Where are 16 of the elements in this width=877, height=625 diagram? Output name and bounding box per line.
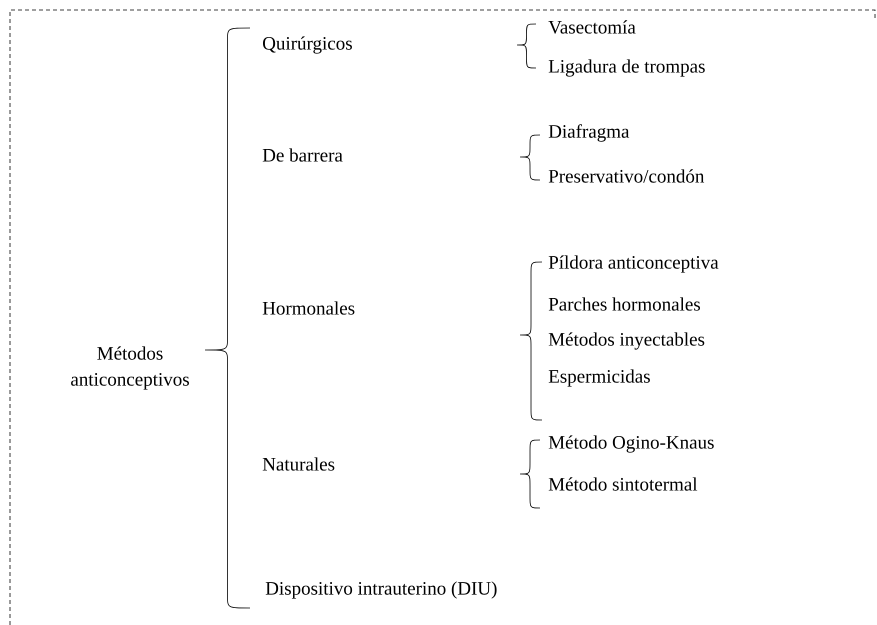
label-text: Preservativo/condón xyxy=(548,169,704,183)
label-text: De barrera xyxy=(262,148,343,162)
label-text: Hormonales xyxy=(262,301,354,315)
label-text: Naturales xyxy=(262,457,334,471)
label-text: Espermicidas xyxy=(548,369,650,387)
label-text: Quirúrgicos xyxy=(263,36,352,54)
label-text: Método Ogino-Knaus xyxy=(548,435,714,453)
label-text: Vasectomía xyxy=(548,20,636,34)
label-text: Métodos inyectables xyxy=(548,332,704,350)
label-text: Método sintotermal xyxy=(548,477,698,491)
label-text: Métodos anticonceptivos xyxy=(71,346,189,390)
label-text: Píldora anticonceptiva xyxy=(548,255,718,273)
label-text: Diafragma xyxy=(548,124,630,142)
label-text: Ligadura de trompas xyxy=(548,59,705,77)
label-text: Dispositivo intrauterino (DIU) xyxy=(266,581,497,599)
label-text: Parches hormonales xyxy=(548,297,700,311)
